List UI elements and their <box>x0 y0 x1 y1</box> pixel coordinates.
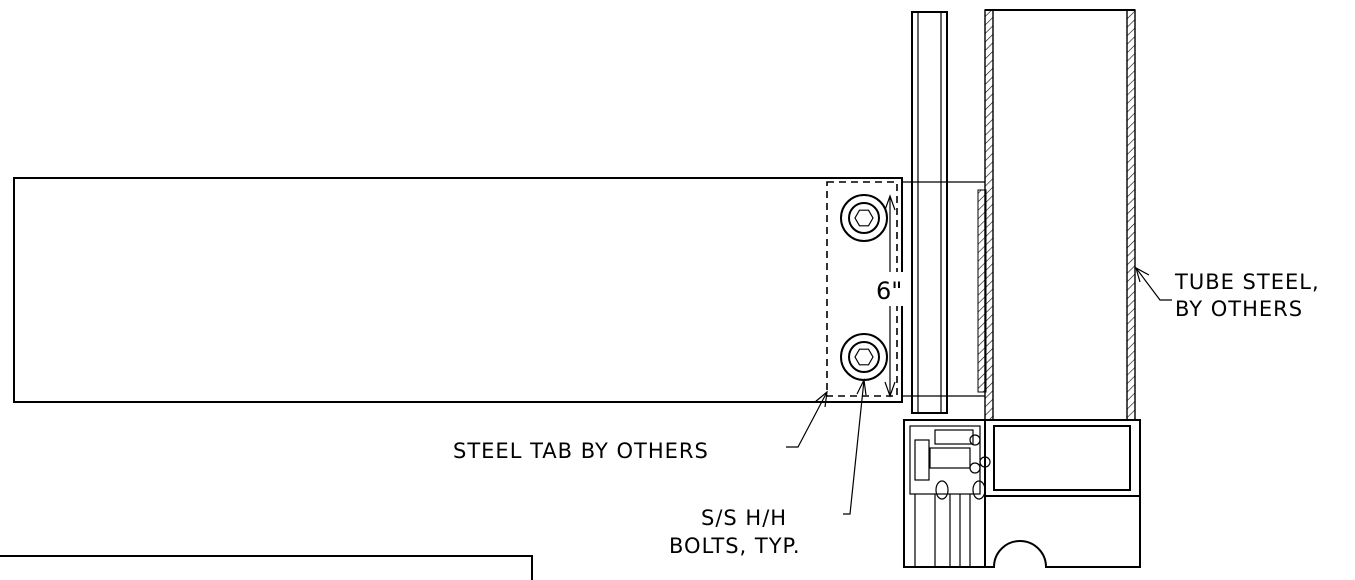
label-tube-steel-2: BY OTHERS <box>1175 297 1303 321</box>
bolt-top <box>840 194 888 242</box>
dimension-label: 6" <box>876 277 902 305</box>
dimension-6in: 6" <box>874 194 904 398</box>
bolt-bottom <box>840 333 888 381</box>
label-steel-tab: STEEL TAB BY OTHERS <box>453 439 709 463</box>
leader-steel-tab <box>786 390 828 448</box>
title-block-border <box>0 555 533 580</box>
leader-bolts <box>843 377 867 515</box>
beam <box>13 177 903 403</box>
tube-steel <box>984 9 1136 421</box>
glazing-plate <box>911 11 948 414</box>
label-bolts-2: BOLTS, TYP. <box>669 534 801 558</box>
label-bolts-1: S/S H/H <box>701 506 787 530</box>
frame-assembly <box>903 419 1141 570</box>
leader-tube-steel <box>1135 266 1172 301</box>
label-tube-steel-1: TUBE STEEL, <box>1174 270 1320 294</box>
